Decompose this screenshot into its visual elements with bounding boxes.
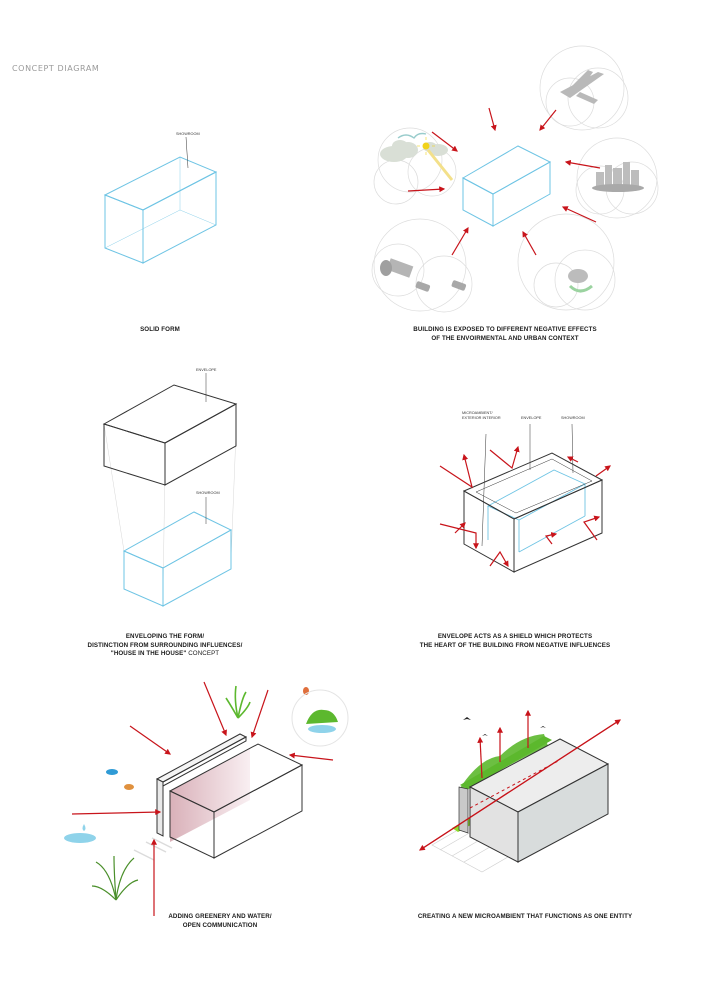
- negative-arrows: [407, 107, 601, 256]
- microambient-label: MICROAMBIENT/ EXTERIOR INTERIOR: [462, 411, 501, 420]
- caption-microambient: CREATING A NEW MICROAMBIENT THAT FUNCTIO…: [417, 913, 633, 920]
- bird-icon: [463, 717, 546, 736]
- city-icon: [592, 162, 644, 192]
- car-icon: [415, 280, 467, 292]
- page-title: CONCEPT DIAGRAM: [12, 64, 100, 73]
- caption-negative-effects: BUILDING IS EXPOSED TO DIFFERENT NEGATIV…: [413, 326, 597, 342]
- caption-solid-form: SOLID FORM: [140, 326, 180, 333]
- upward-arrows: [477, 709, 531, 779]
- sun-icon: [417, 137, 454, 181]
- water-drop-icon: [64, 824, 96, 843]
- waterfall-icon: [291, 689, 349, 747]
- caption-enveloping: ENVELOPING THE FORM/ DISTINCTION FROM SU…: [87, 633, 243, 657]
- showroom-label: SHOWROOM: [561, 416, 585, 420]
- airplane-icon: [560, 70, 604, 104]
- waste-icon: [568, 269, 593, 293]
- caption-greenery: ADDING GREENERY AND WATER/ OPEN COMMUNIC…: [168, 913, 272, 929]
- plant-icon: [225, 685, 251, 719]
- cloud-icon: [380, 140, 448, 162]
- fern-icon: [91, 855, 139, 901]
- envelope-label: ENVELOPE: [196, 368, 217, 372]
- envelope-label: ENVELOPE: [521, 416, 542, 420]
- showroom-label: SHOWROOM: [176, 132, 200, 136]
- deflected-arrows: [439, 445, 611, 568]
- truck-icon: [380, 258, 414, 278]
- bird-icon: [397, 132, 427, 140]
- incoming-arrows: [71, 681, 334, 916]
- showroom-label: SHOWROOM: [196, 491, 220, 495]
- caption-shield: ENVELOPE ACTS AS A SHIELD WHICH PROTECTS…: [419, 633, 611, 649]
